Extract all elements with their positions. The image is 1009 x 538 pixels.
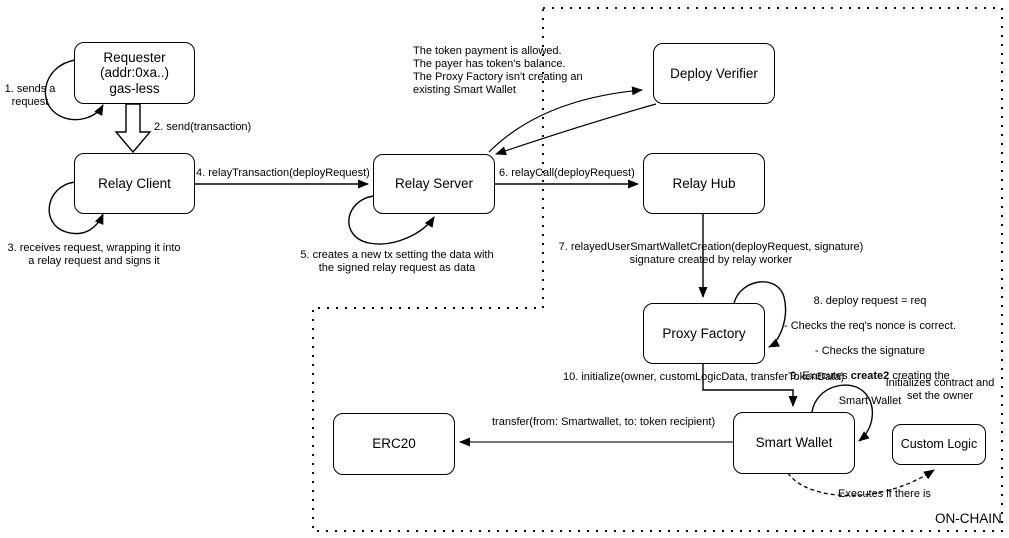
note-line: 8. deploy request = req xyxy=(813,295,927,308)
node-requester: Requester (addr:0xa..) gas-less xyxy=(74,42,195,104)
note-initializes-contract: Initializes contract and set the owner xyxy=(885,377,995,402)
node-relay-server: Relay Server xyxy=(373,154,495,214)
on-chain-region-label: ON-CHAIN xyxy=(935,511,1002,526)
edge-label-5-creates-new-tx: 5. creates a new tx setting the data wit… xyxy=(300,249,494,274)
edge-label-7-relayed-creation: 7. relayedUserSmartWalletCreation(deploy… xyxy=(558,241,864,266)
note-line: Smart Wallet xyxy=(838,394,902,407)
node-relay-client: Relay Client xyxy=(74,153,195,214)
edge-label-10-initialize: 10. initialize(owner, customLogicData, t… xyxy=(563,371,845,383)
note-proxy-factory-checks: 8. deploy request = req - Checks the req… xyxy=(775,283,965,407)
arrow-proxy-factory-self-loop xyxy=(733,281,787,348)
edge-label-1-sends-request: 1. sends a request xyxy=(4,83,56,108)
edge-label-2-send-transaction: 2. send(transaction) xyxy=(154,121,252,133)
create2-bold-text: create2 xyxy=(850,369,890,382)
edge-label-6-relay-call: 6. relayCall(deployRequest) xyxy=(499,167,635,179)
arrow-relay-server-self-loop xyxy=(348,195,435,245)
arrow-requester-self-loop xyxy=(44,59,104,121)
arrow-smart-wallet-self-loop xyxy=(811,384,874,442)
arrow-requester-to-relay-client xyxy=(114,103,152,154)
arrow-smart-wallet-to-custom-logic xyxy=(787,469,935,497)
arrow-proxy-factory-to-smart-wallet xyxy=(702,362,798,407)
node-smart-wallet: Smart Wallet xyxy=(733,412,855,474)
edge-label-3-receives-request: 3. receives request, wrapping it into a … xyxy=(7,242,181,267)
edge-label-transfer: transfer(from: Smartwallet, to: token re… xyxy=(492,416,716,428)
node-erc20: ERC20 xyxy=(333,413,455,475)
node-deploy-verifier: Deploy Verifier xyxy=(653,43,775,104)
node-custom-logic: Custom Logic xyxy=(892,424,986,465)
edge-label-4-relay-transaction: 4. relayTransaction(deployRequest) xyxy=(196,167,370,179)
note-line: creating the xyxy=(889,369,950,382)
node-proxy-factory: Proxy Factory xyxy=(643,303,765,364)
arrow-relay-server-to-deploy-verifier xyxy=(488,86,643,153)
node-relay-hub: Relay Hub xyxy=(643,153,765,214)
note-line: 9. Executes xyxy=(790,369,851,382)
arrow-deploy-verifier-to-relay-server xyxy=(495,103,657,156)
note-deploy-verifier-checks: The token payment is allowed. The payer … xyxy=(413,45,583,96)
note-line: - Checks the signature xyxy=(814,345,926,358)
edge-label-executes-if-there-is: Executes if there is xyxy=(838,488,931,500)
on-chain-region-border xyxy=(312,7,1003,532)
arrow-relay-client-self-loop xyxy=(48,181,104,235)
note-line: - Checks the req's nonce is correct. xyxy=(783,320,957,333)
